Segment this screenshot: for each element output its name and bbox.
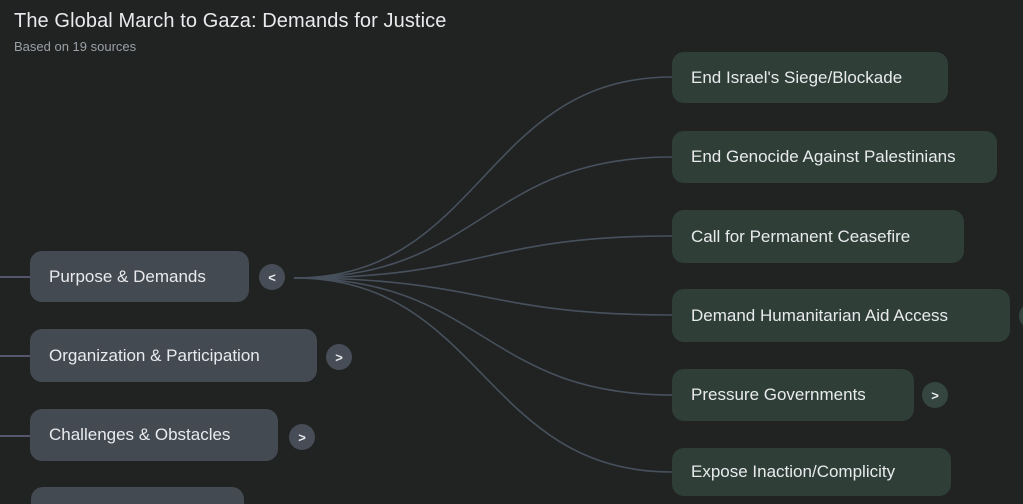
mindmap-header: The Global March to Gaza: Demands for Ju… (14, 8, 446, 54)
node-label: Expose Inaction/Complicity (691, 462, 896, 481)
pressure-governments-expand-button[interactable]: > (922, 382, 948, 408)
node-label: End Genocide Against Palestinians (691, 147, 956, 166)
mindmap-title: The Global March to Gaza: Demands for Ju… (14, 10, 447, 32)
node-label: Pressure Governments (691, 385, 866, 404)
node-label: End Israel's Siege/Blockade (691, 67, 903, 87)
node-label: Challenges & Obstacles (49, 425, 231, 444)
node-partial-bottom[interactable] (31, 487, 244, 504)
source-count: Based on 19 sources (14, 39, 137, 54)
node-expose-inaction-complicity[interactable]: Expose Inaction/Complicity (672, 448, 951, 496)
node-label: Purpose & Demands (49, 266, 206, 286)
node-pressure-governments[interactable]: Pressure Governments (672, 369, 914, 421)
node-permanent-ceasefire[interactable]: Call for Permanent Ceasefire (672, 210, 964, 263)
node-humanitarian-aid-access[interactable]: Demand Humanitarian Aid Access (672, 289, 1010, 342)
branch-link-curve (293, 76, 673, 279)
node-purpose-demands[interactable]: Purpose & Demands (30, 251, 249, 302)
branch-link-curve (293, 277, 673, 316)
node-label: Call for Permanent Ceasefire (691, 226, 911, 246)
branch-link-curve (293, 235, 673, 279)
challenges-obstacles-expand-button[interactable]: > (289, 424, 315, 450)
branch-link-curve (293, 156, 673, 279)
purpose-demands-collapse-button[interactable]: < (259, 264, 285, 290)
branch-link-curve (293, 277, 673, 396)
branch-link-curve (293, 277, 673, 473)
node-challenges-obstacles[interactable]: Challenges & Obstacles (30, 409, 278, 461)
expand-chevron-icon: > (335, 349, 343, 365)
node-label: Demand Humanitarian Aid Access (691, 305, 949, 325)
node-end-siege-blockade[interactable]: End Israel's Siege/Blockade (672, 52, 948, 103)
humanitarian-aid-access-expand-button[interactable]: > (1019, 303, 1023, 329)
collapse-chevron-icon: < (268, 269, 276, 285)
node-label: Organization & Participation (49, 345, 260, 365)
expand-chevron-icon: > (298, 429, 306, 445)
node-organization-participation[interactable]: Organization & Participation (30, 329, 317, 382)
expand-chevron-icon: > (931, 387, 939, 403)
organization-participation-expand-button[interactable]: > (326, 344, 352, 370)
node-end-genocide[interactable]: End Genocide Against Palestinians (672, 131, 997, 183)
